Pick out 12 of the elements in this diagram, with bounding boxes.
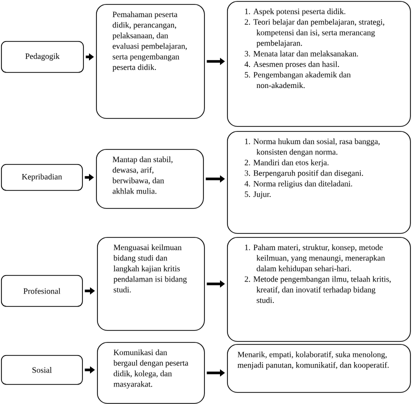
indicator-box: 1. Paham materi, struktur, konsep, metode keilmuan, yang menaungi, menerapkan dalam kehidupan sehari-hari. 2. Metode pengembangan ilmu, telaah kritis, kreatif, dan inovatif terhadap bidang studi. — [227, 237, 411, 342]
competency-box: Kepribadian — [1, 164, 83, 191]
competency-box: Profesional — [1, 275, 83, 307]
description-box: Komunikasi dan bergaul dengan peserta didik, kolega, dan masyarakat. — [97, 342, 205, 404]
indicator-box: Menarik, empati, kolaboratif, suka menolong, menjadi panutan, komunikatif, dan kooperatif. — [227, 344, 411, 393]
description-box: Menguasai keilmuan bidang studi dan langkah kajian kritis pendalaman isi bidang studi. — [97, 237, 205, 331]
competency-box: Sosial — [1, 355, 83, 385]
description-box: Pemahaman peserta didik, perancangan, pelaksanaan, dan evaluasi pembelajaran, serta pengembangan peserta didik. — [96, 4, 205, 119]
competency-box: Pedagogik — [1, 41, 84, 73]
description-box: Mantap dan stabil, dewasa, arif, berwibawa, dan akhlak mulia. — [96, 149, 204, 209]
indicator-box: 1. Aspek potensi peserta didik. 2. Teori belajar dan pembelajaran, strategi, kompetensi dan isi, serta merancang pembelajaran. 3. Menata latar dan melaksanakan. 4. Asesmen proses dan hasil. 5. Pengembangan akademik dan non-akademik. — [227, 1, 411, 127]
indicator-box: 1. Norma hukum dan sosial, rasa bangga, konsisten dengan norma. 2. Mandiri dan etos kerja. 3. Berpengaruh positif dan disegani. 4. Norma religius dan diteladani. 5. Jujur. — [227, 131, 411, 234]
